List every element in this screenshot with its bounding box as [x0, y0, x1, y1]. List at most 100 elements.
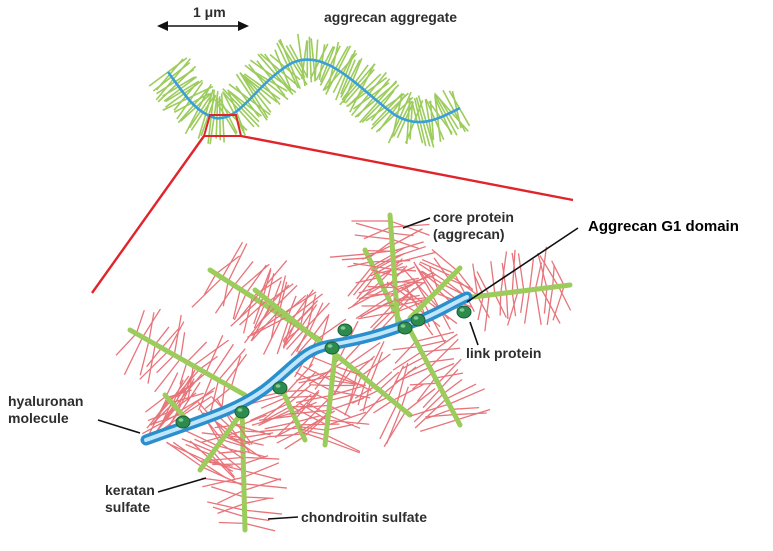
- gag-chain: [227, 243, 248, 282]
- gag-chain: [232, 289, 241, 320]
- gag-chain: [476, 271, 490, 296]
- gag-chain: [219, 442, 244, 460]
- gag-chain: [421, 270, 444, 286]
- proteoglycan-monomer: [462, 246, 573, 332]
- proteoglycan-monomers: [115, 212, 573, 533]
- gag-chain: [370, 269, 395, 277]
- link-proteins: [175, 305, 472, 429]
- gag-chain: [451, 406, 480, 410]
- gag-chain: [332, 375, 359, 385]
- gag-chain: [276, 319, 290, 355]
- gag-chain: [372, 246, 406, 267]
- gag-chain: [154, 358, 182, 393]
- gag-chain: [552, 285, 565, 321]
- gag-chain: [329, 394, 353, 402]
- gag-chain: [233, 292, 247, 321]
- gag-chain: [302, 365, 333, 382]
- gag-chain: [291, 289, 314, 321]
- gag-chain: [290, 332, 310, 357]
- gag-chain: [379, 403, 398, 440]
- gag-chain: [392, 245, 426, 258]
- gag-chain: [520, 290, 525, 313]
- gag-chain: [456, 270, 474, 291]
- gag-chain: [217, 489, 245, 504]
- gag-chain: [357, 379, 367, 406]
- gag-chain: [402, 268, 431, 299]
- gag-chain: [282, 319, 293, 348]
- gag-chain: [173, 369, 196, 406]
- link-protein-highlight: [400, 324, 406, 328]
- leader-core-protein: [402, 217, 431, 229]
- gag-chain: [258, 415, 295, 421]
- gag-chain: [425, 413, 455, 418]
- gag-chain: [407, 361, 428, 374]
- gag-chain: [148, 312, 155, 341]
- gag-chain: [250, 302, 273, 342]
- gag-chain: [298, 423, 340, 426]
- gag-chain: [203, 273, 217, 295]
- gag-chain: [421, 347, 461, 353]
- gag-chain: [185, 443, 212, 456]
- gag-chain: [363, 226, 392, 240]
- gag-chain: [211, 486, 245, 498]
- gag-chain: [312, 315, 329, 337]
- core-protein: [197, 412, 243, 473]
- gag-chain: [218, 348, 246, 381]
- aggrecan-aggregate-label: aggrecan aggregate: [324, 9, 458, 25]
- gag-chain: [222, 281, 229, 307]
- gag-chain: [199, 355, 218, 370]
- gag-chain: [454, 412, 487, 416]
- proteoglycan-monomer: [289, 350, 372, 454]
- gag-chain: [297, 335, 314, 355]
- gag-chain: [204, 386, 232, 410]
- gag-chain: [142, 308, 162, 338]
- gag-chain: [326, 423, 354, 431]
- gag-chain: [329, 404, 352, 419]
- gag-chain: [215, 255, 240, 275]
- gag-chain: [448, 278, 473, 290]
- gag-chain: [286, 329, 305, 350]
- gag-chain: [186, 341, 208, 363]
- core-protein-label: core protein (aggrecan): [433, 209, 514, 242]
- gag-chain: [239, 299, 268, 326]
- gag-chain: [239, 263, 270, 290]
- gag-chain: [320, 313, 330, 343]
- gag-chain: [325, 434, 361, 453]
- link-protein-highlight: [237, 408, 243, 412]
- gag-chain: [517, 253, 525, 291]
- gag-chain: [356, 393, 385, 425]
- gag-chain: [431, 249, 458, 272]
- gag-chain: [393, 251, 437, 265]
- gag-chain: [221, 439, 244, 447]
- gag-chain: [415, 331, 455, 343]
- gag-chain: [392, 384, 424, 402]
- gag-chain: [351, 281, 381, 308]
- gag-chain: [185, 430, 218, 447]
- gag-chain: [182, 395, 212, 416]
- gag-chain: [396, 362, 409, 405]
- gag-chain: [325, 439, 361, 454]
- gag-chain: [290, 393, 312, 411]
- gag-chain: [157, 404, 175, 430]
- gag-chain: [154, 326, 170, 345]
- gag-chain: [392, 241, 424, 252]
- gag-chain: [401, 356, 425, 370]
- gag-chain: [299, 403, 329, 421]
- gag-chain: [208, 457, 234, 473]
- core-protein: [322, 352, 338, 448]
- gag-chain: [403, 283, 420, 310]
- core-protein: [462, 282, 573, 301]
- gag-chain: [206, 460, 233, 467]
- gag-chain: [418, 263, 447, 283]
- zoom-line-right: [240, 134, 574, 202]
- gag-chain: [440, 369, 459, 389]
- gag-chain: [355, 296, 389, 320]
- leader-link-protein: [469, 321, 479, 346]
- gag-chain: [244, 496, 274, 500]
- gag-chain: [394, 366, 431, 383]
- aggrecan-g1-domain-label: Aggrecan G1 domain: [588, 218, 739, 235]
- gag-chain: [546, 287, 554, 326]
- gag-chain: [358, 311, 398, 320]
- gag-chain: [266, 433, 303, 438]
- gag-chain: [393, 298, 417, 313]
